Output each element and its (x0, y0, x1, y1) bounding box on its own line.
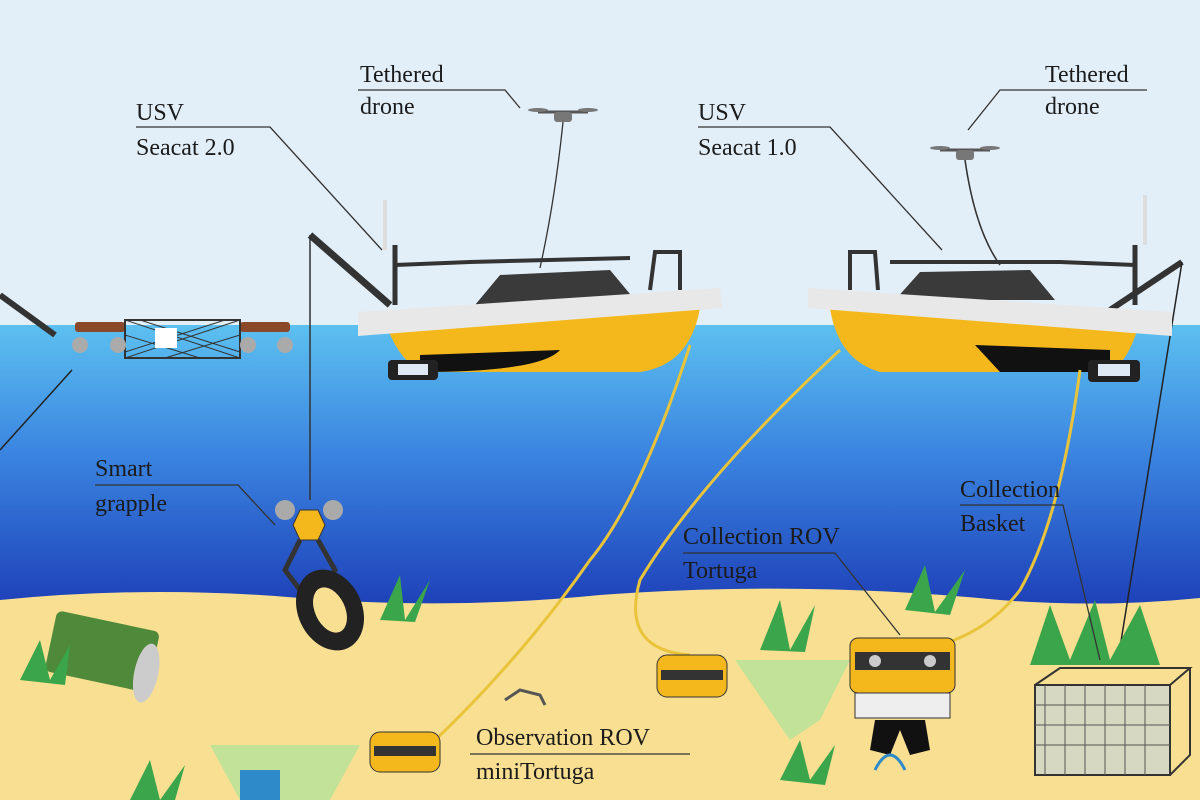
tether-collection-rov-2 (939, 369, 1082, 647)
leader-basket (960, 504, 1101, 661)
label-usv-left-1: USV (136, 100, 185, 126)
label-usv-right-1: USV (698, 100, 747, 126)
debris-glasses (504, 688, 547, 706)
leader-usv-left (136, 126, 383, 251)
label-tethered-drone-right-1: Tethered (1045, 62, 1129, 88)
label-observation-rov-2: miniTortuga (476, 759, 595, 785)
usv-seacat-1-boat (808, 195, 1184, 661)
leader-grapple (95, 484, 276, 526)
label-collection-rov-2: Tortuga (683, 558, 758, 584)
collection-basket (1034, 667, 1193, 776)
seaweed (20, 565, 1160, 800)
floating-net-barrier (0, 292, 293, 451)
label-collection-rov-1: Collection ROV (683, 524, 840, 550)
label-grapple-2: grapple (95, 491, 167, 517)
leader-collection-rov (683, 552, 901, 636)
leader-drone-right (967, 89, 1147, 131)
tether-observation-rov (428, 344, 692, 747)
water (0, 325, 1200, 615)
label-basket-1: Collection (960, 477, 1060, 503)
leader-usv-right (698, 126, 943, 251)
sunken-barrel (45, 611, 160, 703)
label-tethered-drone-right-2: drone (1045, 94, 1100, 120)
tether-collection-rov (634, 348, 842, 657)
debris-canister (240, 770, 280, 800)
label-grapple-1: Smart (95, 456, 153, 482)
label-tethered-drone-left-1: Tethered (360, 62, 444, 88)
label-basket-2: Basket (960, 511, 1026, 537)
collection-rov-tortuga (849, 637, 956, 755)
label-usv-right-2: Seacat 1.0 (698, 135, 797, 161)
label-usv-left-2: Seacat 2.0 (136, 135, 235, 161)
label-tethered-drone-left-2: drone (360, 94, 415, 120)
smart-grapple (275, 500, 365, 651)
usv-seacat-2-boat (307, 200, 722, 500)
tethered-drone-left (528, 108, 598, 269)
label-observation-rov-1: Observation ROV (476, 725, 651, 751)
camera-view-cone-2 (735, 660, 850, 740)
debris-hanger (873, 753, 907, 771)
rov-minitortuga-2 (656, 654, 728, 698)
leader-drone-left (358, 89, 521, 109)
tethered-drone-right (930, 146, 1001, 266)
observation-rov-minitortuga (369, 731, 441, 773)
seabed (0, 588, 1200, 800)
